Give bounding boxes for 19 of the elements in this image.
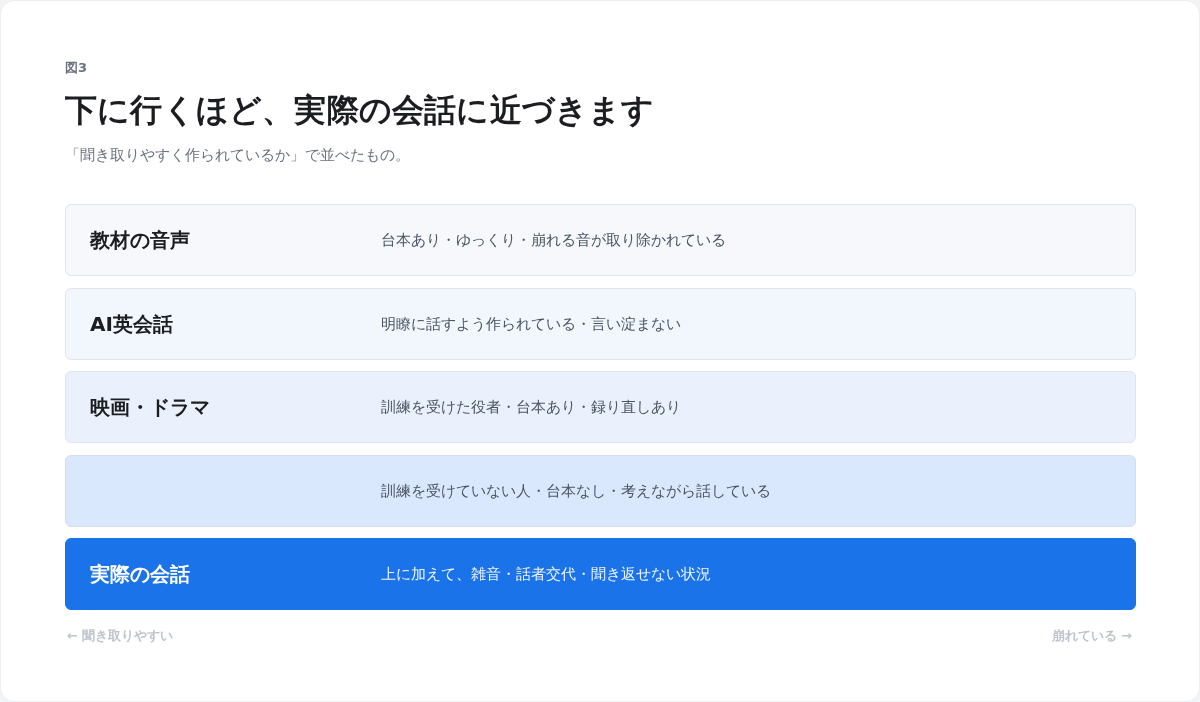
category-row: [65, 538, 1136, 610]
row-description: 訓練を受けた役者・台本あり・録り直しあり: [381, 398, 681, 417]
row-description: 訓練を受けていない人・台本なし・考えながら話している: [381, 482, 771, 501]
row-description: 明瞭に話すよう作られている・言い淀まない: [381, 315, 681, 334]
row-heading: AI英会話: [90, 311, 173, 338]
row-heading: 教材の音声: [90, 227, 190, 254]
category-row: [65, 288, 1136, 360]
axis-label: ← 聞き取りやすい: [67, 627, 174, 645]
category-row: [65, 371, 1136, 443]
row-heading: 映画・ドラマ: [90, 394, 210, 421]
category-row: [65, 455, 1136, 527]
category-row: [65, 204, 1136, 276]
figure-number: 図3: [65, 59, 88, 77]
axis-label: 崩れている →: [1051, 627, 1132, 645]
title: 下に行くほど、実際の会話に近づきます: [65, 90, 655, 131]
row-heading: 実際の会話: [90, 561, 190, 588]
row-description: 上に加えて、雑音・話者交代・聞き返せない状況: [381, 565, 711, 584]
row-description: 台本あり・ゆっくり・崩れる音が取り除かれている: [381, 231, 726, 250]
subtitle: 「聞き取りやすく作られているか」で並べたもの。: [65, 146, 410, 165]
